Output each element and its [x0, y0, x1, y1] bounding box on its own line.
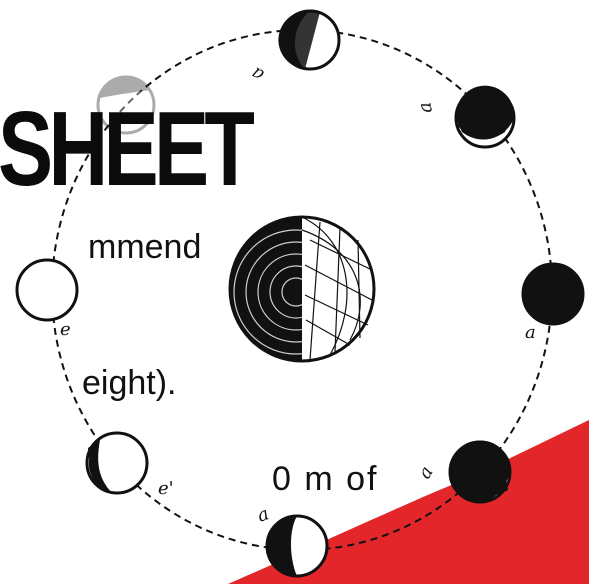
- body-text-line-2: eight).: [82, 364, 177, 403]
- phase-label-lower-left: e': [158, 478, 174, 499]
- moon-phase-top: [278, 11, 339, 69]
- earth-globe: [230, 217, 374, 361]
- moon-phase-lower-right: [450, 440, 510, 502]
- phase-label-right: a: [525, 322, 536, 343]
- moon-phase-left: [17, 260, 77, 320]
- sheet-headline: SHEET: [0, 96, 250, 202]
- phase-label-lower-right: a: [414, 463, 438, 483]
- phase-label-top: a: [248, 62, 268, 86]
- moon-phase-upper-right: [456, 86, 514, 147]
- body-text-line-1: mmend: [88, 228, 201, 267]
- moon-phase-bottom: [267, 516, 327, 576]
- body-text-line-3: 0 m of: [272, 460, 378, 499]
- phase-label-left: e: [60, 319, 71, 340]
- phase-label-upper-right: a: [414, 101, 437, 115]
- moon-phase-lower-left: [87, 433, 147, 493]
- moon-phase-right: [523, 264, 583, 324]
- phase-label-bottom: a: [255, 503, 272, 526]
